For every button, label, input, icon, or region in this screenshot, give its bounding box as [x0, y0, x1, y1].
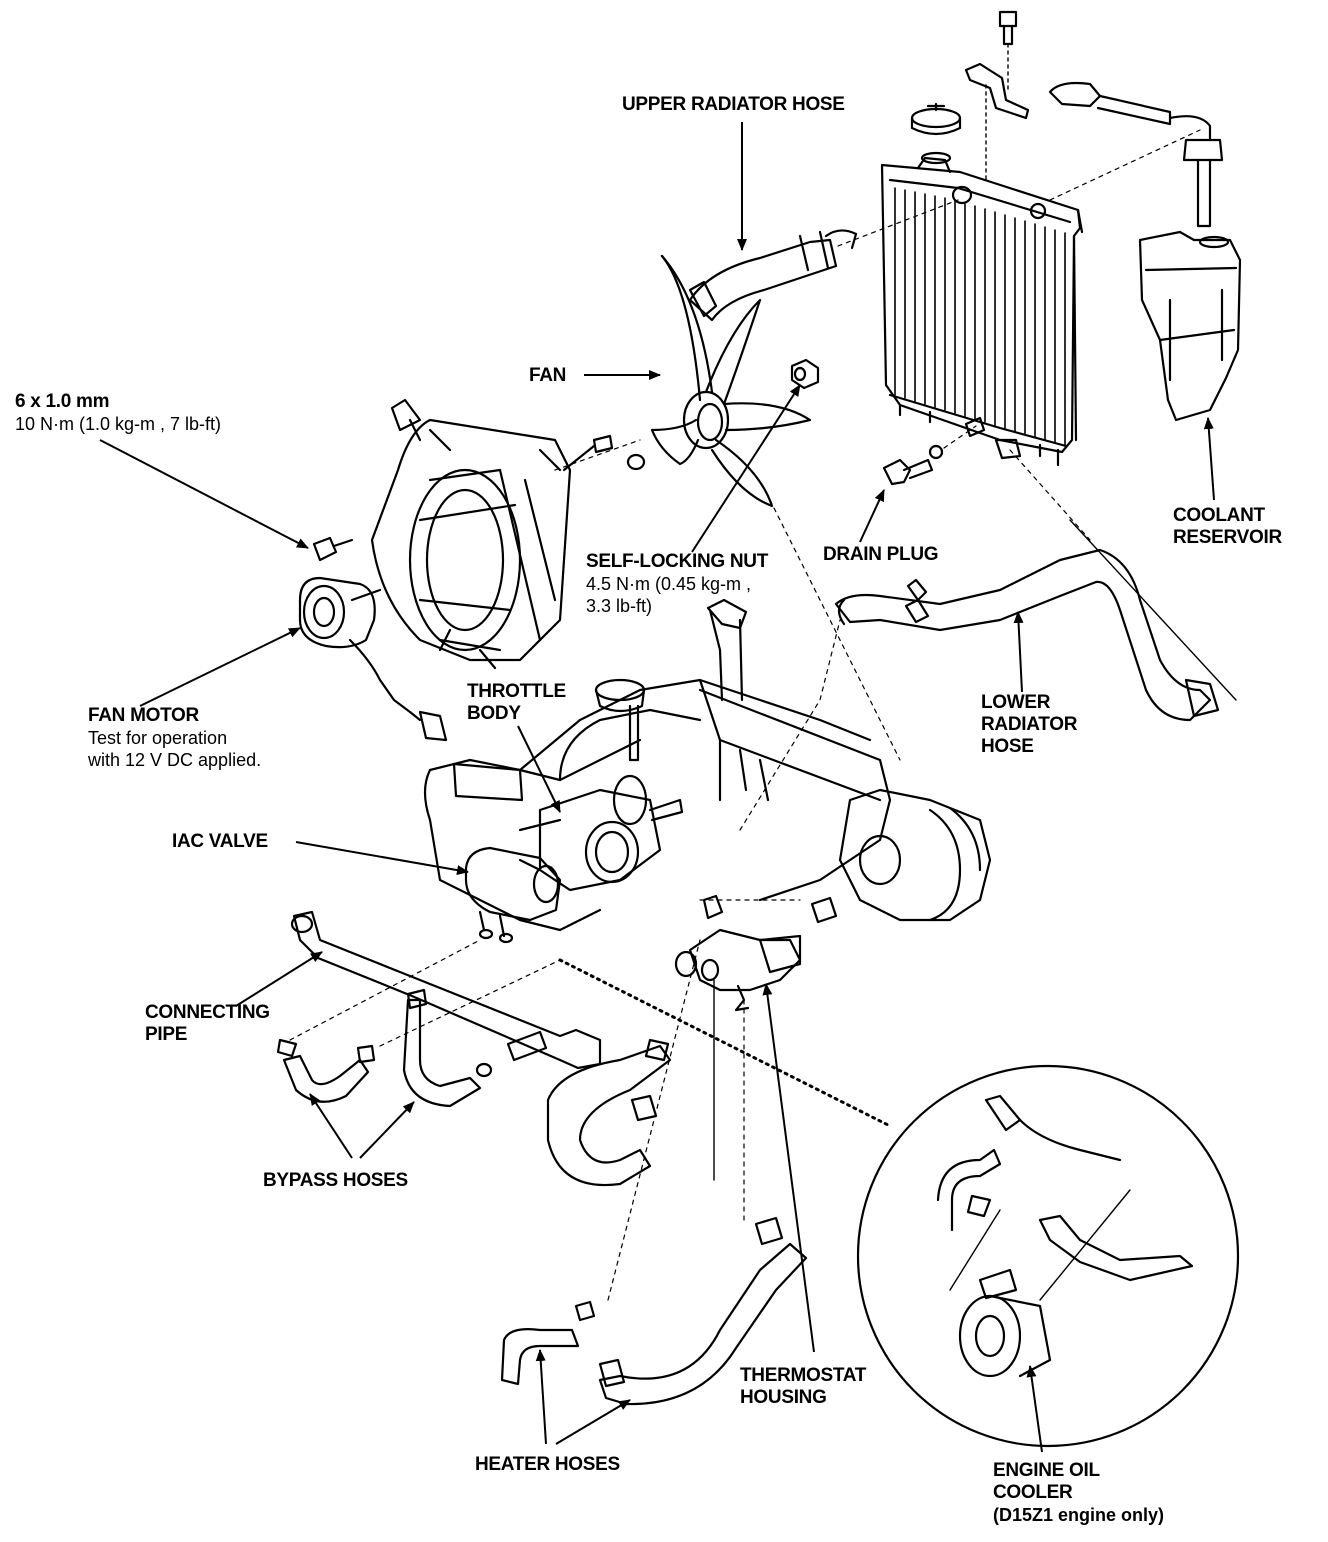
cylinder-head — [698, 598, 892, 902]
connecting-pipe-line2: PIPE — [145, 1024, 188, 1045]
self-locking-nut-title: SELF-LOCKING NUT — [586, 551, 769, 572]
lower-radiator-hose — [834, 438, 1237, 722]
label-lower-radiator-hose: LOWER RADIATOR HOSE — [981, 692, 1077, 758]
label-upper-radiator-hose: UPPER RADIATOR HOSE — [622, 94, 845, 116]
fan-motor — [298, 576, 448, 742]
arrow-coolant-reservoir — [1203, 417, 1215, 501]
drain-plug — [882, 416, 986, 486]
label-bolt-spec: 6 x 1.0 mm 10 N·m (1.0 kg-m , 7 lb-ft) — [15, 391, 221, 435]
coolant-reservoir-tank — [1138, 230, 1242, 422]
engine-oil-cooler-line2: COOLER — [993, 1482, 1073, 1503]
upper-radiator-hose — [688, 199, 959, 322]
arrow-connecting-pipe — [235, 951, 323, 1007]
label-self-locking-nut: SELF-LOCKING NUT 4.5 N·m (0.45 kg-m , 3.… — [586, 551, 768, 617]
reservoir-overflow-hose — [1048, 81, 1224, 228]
lower-radiator-hose-line3: HOSE — [981, 736, 1034, 757]
mounting-bracket — [964, 10, 1030, 181]
iac-valve-part — [464, 846, 562, 944]
lower-radiator-hose-line1: LOWER — [981, 692, 1051, 713]
inset-leader-line — [558, 958, 892, 1128]
arrow-fan-motor — [139, 627, 301, 707]
engine-oil-cooler-note: (D15Z1 engine only) — [993, 1505, 1165, 1525]
drain-plug-title: DRAIN PLUG — [823, 544, 939, 565]
label-thermostat-housing: THERMOSTAT HOUSING — [740, 1365, 866, 1409]
bolt-spec-torque: 10 N·m (1.0 kg-m , 7 lb-ft) — [15, 414, 222, 434]
label-engine-oil-cooler: ENGINE OIL COOLER (D15Z1 engine only) — [993, 1460, 1164, 1526]
arrow-bolt — [99, 439, 309, 549]
arrow-heater-hose-right — [555, 1399, 631, 1445]
throttle-body-line1: THROTTLE — [467, 681, 566, 702]
heater-hose-loop — [546, 1038, 672, 1187]
radiator-cap — [910, 102, 962, 165]
self-locking-nut — [790, 358, 820, 390]
label-heater-hoses: HEATER HOSES — [475, 1454, 620, 1476]
arrow-iac-valve — [295, 841, 469, 876]
cooling-fan — [650, 254, 812, 508]
bypass-hose-parts — [276, 939, 561, 1108]
engine-oil-cooler-line1: ENGINE OIL — [993, 1460, 1100, 1481]
distributor — [838, 788, 992, 922]
fan-motor-note-2: with 12 V DC applied. — [88, 750, 262, 770]
arrow-heater-hose-left — [535, 1349, 547, 1445]
coolant-reservoir-line2: RESERVOIR — [1173, 527, 1282, 548]
arrow-drain-plug — [859, 489, 885, 543]
self-locking-nut-torque-2: 3.3 lb-ft) — [586, 596, 653, 616]
fan-motor-title: FAN MOTOR — [88, 705, 199, 726]
radiator — [880, 156, 1084, 467]
thermostat-housing-part — [674, 894, 838, 1012]
bolt-spec-title: 6 x 1.0 mm — [15, 391, 110, 412]
heater-hoses-title: HEATER HOSES — [475, 1454, 620, 1475]
coolant-reservoir-line1: COOLANT — [1173, 505, 1265, 526]
arrow-bypass-hose-left — [309, 1093, 353, 1159]
callout-arrows — [99, 122, 1215, 1453]
iac-valve-title: IAC VALVE — [172, 831, 268, 852]
arrow-throttle-body — [517, 725, 561, 813]
fan-motor-note-1: Test for operation — [88, 728, 228, 748]
fan-shroud — [370, 398, 641, 670]
lower-radiator-hose-line2: RADIATOR — [981, 714, 1078, 735]
label-coolant-reservoir: COOLANT RESERVOIR — [1173, 505, 1282, 549]
arrow-thermostat-housing — [762, 983, 815, 1353]
arrow-self-locking-nut — [691, 384, 801, 553]
self-locking-nut-torque-1: 4.5 N·m (0.45 kg-m , — [586, 574, 752, 594]
label-fan-motor: FAN MOTOR Test for operation with 12 V D… — [88, 705, 261, 771]
throttle-body-line2: BODY — [467, 703, 521, 724]
heater-hose-parts — [500, 939, 808, 1406]
label-bypass-hoses: BYPASS HOSES — [263, 1170, 408, 1192]
label-fan: FAN — [529, 365, 566, 387]
thermostat-housing-line2: HOUSING — [740, 1387, 827, 1408]
connecting-pipe-line1: CONNECTING — [145, 1002, 270, 1023]
upper-radiator-hose-title: UPPER RADIATOR HOSE — [622, 94, 845, 115]
arrow-lower-radiator-hose — [1013, 611, 1024, 693]
connecting-pipe — [290, 910, 602, 1078]
throttle-body-part — [538, 774, 684, 892]
thermostat-housing-line1: THERMOSTAT — [740, 1365, 867, 1386]
label-drain-plug: DRAIN PLUG — [823, 544, 939, 566]
arrow-bypass-hose-right — [359, 1101, 415, 1159]
label-iac-valve: IAC VALVE — [172, 831, 268, 853]
bypass-hoses-title: BYPASS HOSES — [263, 1170, 408, 1191]
arrow-engine-oil-cooler — [1026, 1365, 1043, 1453]
label-throttle-body: THROTTLE BODY — [467, 681, 566, 725]
fan-title: FAN — [529, 365, 567, 386]
oil-cooler-inset — [856, 1064, 1240, 1448]
label-connecting-pipe: CONNECTING PIPE — [145, 1002, 270, 1046]
shroud-bolts — [312, 434, 646, 562]
